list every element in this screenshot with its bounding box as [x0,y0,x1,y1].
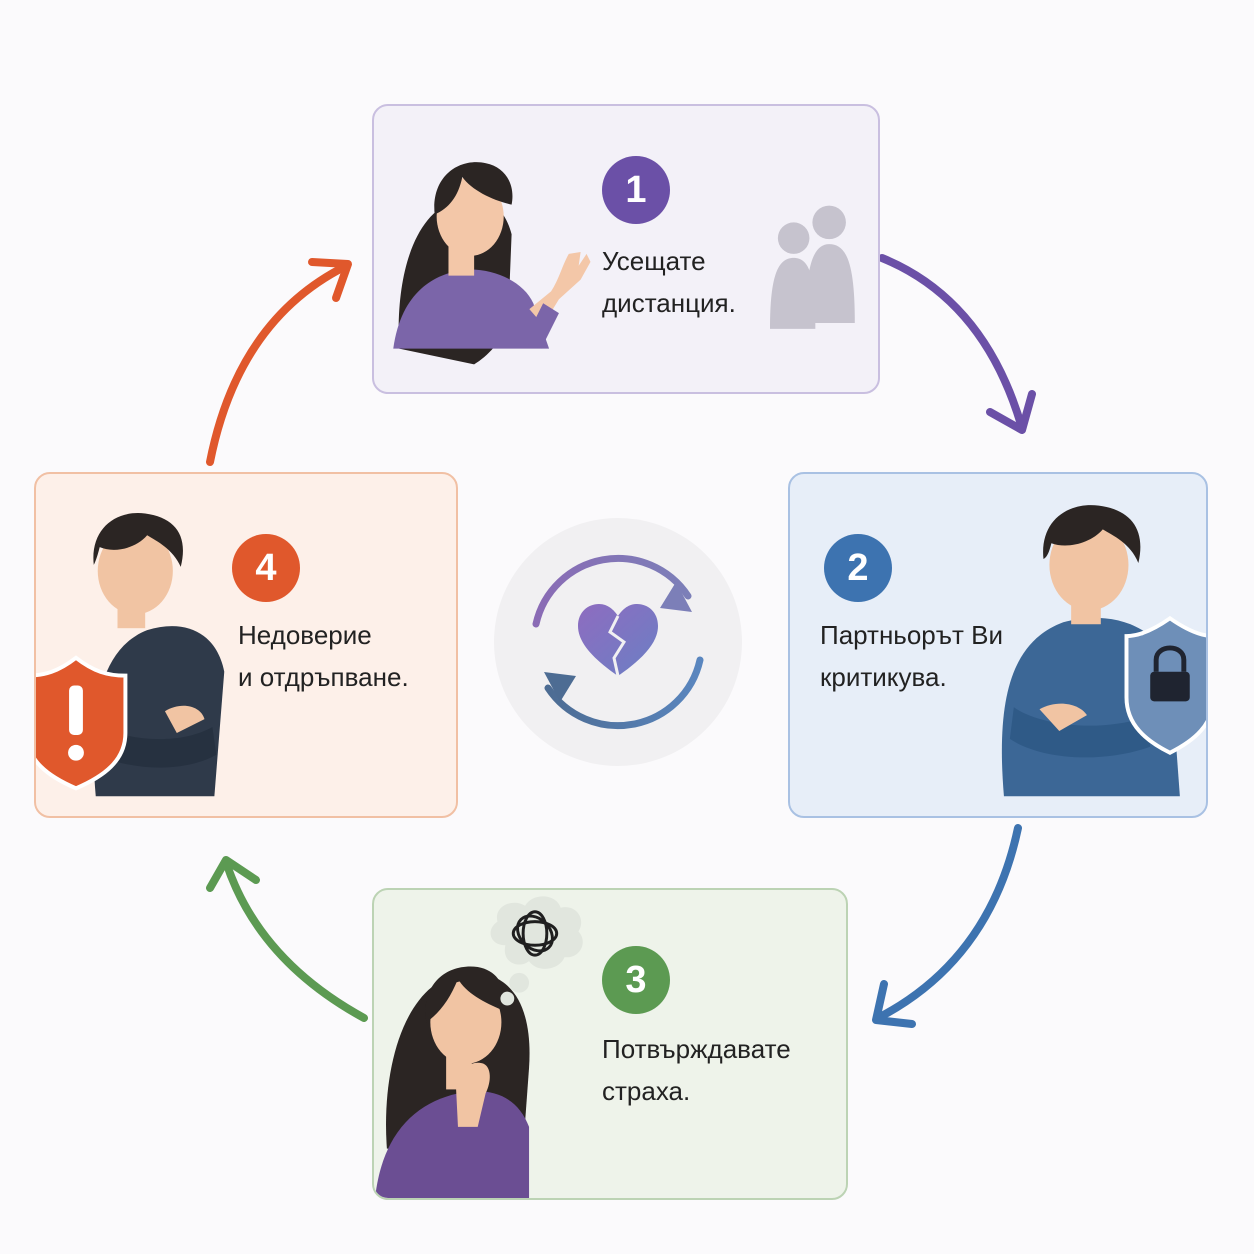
arrow-step2-to-step3 [874,824,1022,1022]
step-number-badge: 1 [602,156,670,224]
arrow-step3-to-step4 [222,858,368,1022]
step-number-badge: 3 [602,946,670,1014]
arrow-step1-to-step2 [878,254,1026,432]
step-text: Усещате дистанция. [602,246,736,318]
man-arms-crossed-illustration [1001,505,1180,797]
arrowhead-step4-to-step1 [308,258,352,302]
step-text: Потвърждавате страха. [602,1034,791,1106]
arrowhead-step3-to-step4 [206,856,260,892]
broken-heart-cycle-icon [494,518,742,766]
man-withdrawn-illustration [93,513,225,797]
arrow-step4-to-step1 [206,262,350,466]
step-card-2: 2 Партньорът Ви критикува. [788,472,1208,818]
worried-woman-illustration [375,966,530,1198]
step-text: Недоверие и отдръпване. [238,620,409,692]
distant-figures-icon [769,205,855,329]
step-card-1: 1 Усещате дистанция. [372,104,880,394]
step-number-badge: 2 [824,534,892,602]
step-text: Партньорът Ви критикува. [820,620,1004,692]
step-card-3: 3 Потвърждавате страха. [372,888,848,1200]
step-card-4: 4 Недоверие и отдръпване. [34,472,458,818]
arrowhead-step1-to-step2 [986,390,1036,434]
step-number-badge: 4 [232,534,300,602]
lock-shield-icon [1124,615,1206,755]
woman-reaching-illustration [393,162,591,365]
arrowhead-step2-to-step3 [872,980,916,1028]
tangled-thought-icon [490,896,583,1006]
warning-shield-icon [36,655,128,791]
